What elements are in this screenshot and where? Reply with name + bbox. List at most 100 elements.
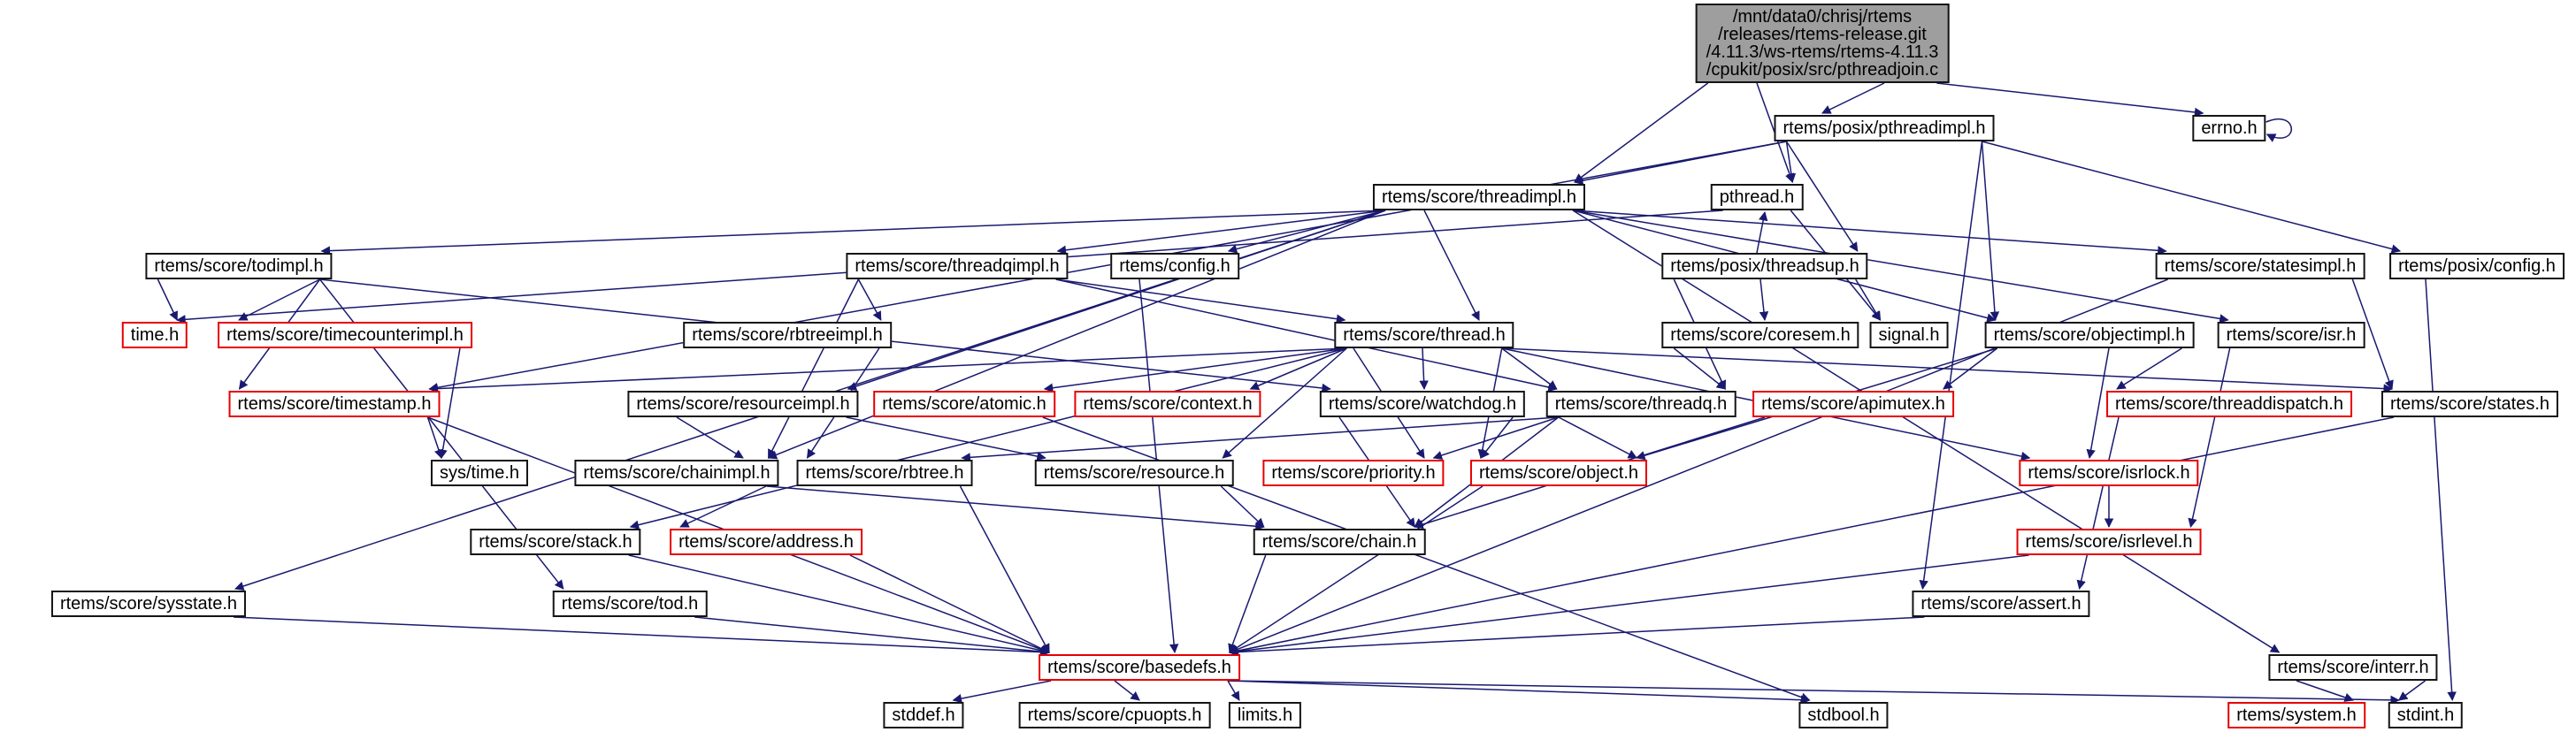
graph-node-interr[interactable]: rtems/score/interr.h xyxy=(2268,654,2438,681)
graph-node-states[interactable]: rtems/score/states.h xyxy=(2380,391,2559,417)
include-edge-sysstate-basedefs xyxy=(233,616,1051,657)
graph-node-timestamp[interactable]: rtems/score/timestamp.h xyxy=(228,391,441,417)
include-edge-isrlevel-basedefs xyxy=(1228,554,2029,657)
include-edge-objectimpl-isrlock xyxy=(2086,347,2110,460)
graph-node-watchdog[interactable]: rtems/score/watchdog.h xyxy=(1319,391,1526,417)
graph-node-isrlock[interactable]: rtems/score/isrlock.h xyxy=(2019,460,2199,486)
graph-node-priority[interactable]: rtems/score/priority.h xyxy=(1262,460,1445,486)
include-edge-statesimpl-states xyxy=(2351,278,2394,390)
include-edge-chainimpl-chain xyxy=(766,485,1265,531)
include-edge-isr-isrlevel xyxy=(2188,347,2231,529)
graph-node-rtemsconfig[interactable]: rtems/config.h xyxy=(1110,253,1239,279)
graph-node-posixconfig[interactable]: rtems/posix/config.h xyxy=(2389,253,2564,279)
graph-root-node: /mnt/data0/chrisj/rtems/releases/rtems-r… xyxy=(1695,4,1950,83)
include-edge-threadq-object xyxy=(1558,416,1637,459)
graph-root-node-line: /4.11.3/ws-rtems/rtems-4.11.3 xyxy=(1706,42,1939,62)
graph-node-thread[interactable]: rtems/score/thread.h xyxy=(1334,322,1514,348)
include-edge-timecounterimpl-systime xyxy=(438,347,461,460)
include-edge-basedefs-stdint xyxy=(1227,680,2400,705)
graph-node-coresem[interactable]: rtems/score/coresem.h xyxy=(1661,322,1859,348)
graph-node-stack[interactable]: rtems/score/stack.h xyxy=(470,529,641,555)
include-edge-thread-timestamp xyxy=(428,347,1347,393)
graph-node-cpuopts[interactable]: rtems/score/cpuopts.h xyxy=(1018,702,1211,728)
graph-node-atomic[interactable]: rtems/score/atomic.h xyxy=(873,391,1055,417)
graph-node-rbtreeimpl[interactable]: rtems/score/rbtreeimpl.h xyxy=(683,322,892,348)
graph-node-errno[interactable]: errno.h xyxy=(2192,115,2266,141)
graph-node-timecounterimpl[interactable]: rtems/score/timecounterimpl.h xyxy=(218,322,472,348)
graph-node-address[interactable]: rtems/score/address.h xyxy=(670,529,862,555)
graph-node-basedefs[interactable]: rtems/score/basedefs.h xyxy=(1039,654,1240,681)
graph-node-system[interactable]: rtems/system.h xyxy=(2227,702,2365,728)
graph-node-objectimpl[interactable]: rtems/score/objectimpl.h xyxy=(1984,322,2195,348)
include-edge-threaddispatch-assert xyxy=(2076,416,2120,591)
graph-node-stdint[interactable]: stdint.h xyxy=(2388,702,2464,728)
graph-root-node-line: /releases/rtems-release.git xyxy=(1718,25,1927,44)
include-edge-threadimpl-isr xyxy=(1572,210,2229,324)
include-edge-threadq-rbtree xyxy=(961,416,1559,462)
include-edge-threadqimpl-threadq xyxy=(1055,278,1558,393)
graph-node-isrlevel[interactable]: rtems/score/isrlevel.h xyxy=(2016,529,2202,555)
graph-node-chain[interactable]: rtems/score/chain.h xyxy=(1253,529,1426,555)
graph-node-resource[interactable]: rtems/score/resource.h xyxy=(1034,460,1234,486)
include-edge-pthreadimpl-threadsup xyxy=(1785,141,1859,252)
graph-node-pthreadimpl[interactable]: rtems/posix/pthreadimpl.h xyxy=(1774,115,1995,141)
include-edge-address-basedefs xyxy=(849,554,1051,653)
graph-node-isr[interactable]: rtems/score/isr.h xyxy=(2217,322,2365,348)
include-edge-chainimpl-address xyxy=(679,485,767,528)
include-edge-threadsup-pthread xyxy=(1756,210,1768,254)
graph-node-todimpl[interactable]: rtems/score/todimpl.h xyxy=(145,253,333,279)
graph-node-rbtree[interactable]: rtems/score/rbtree.h xyxy=(796,460,973,486)
include-edge-threadimpl-statesimpl xyxy=(1572,210,2167,255)
include-edge-thread-context xyxy=(1249,347,1347,391)
include-edge-states-basedefs xyxy=(1228,416,2395,656)
graph-node-time[interactable]: time.h xyxy=(121,322,188,348)
include-edge-thread-threadq xyxy=(1501,347,1558,390)
include-edge-c-threadimpl xyxy=(1574,82,1709,183)
graph-node-threaddispatch[interactable]: rtems/score/threaddispatch.h xyxy=(2106,391,2352,417)
include-edge-posixconfig-stdint xyxy=(2425,278,2457,702)
include-edge-pthreadimpl-posixconfig xyxy=(1982,141,2402,254)
graph-node-chainimpl[interactable]: rtems/score/chainimpl.h xyxy=(574,460,779,486)
graph-node-threadsup[interactable]: rtems/posix/threadsup.h xyxy=(1661,253,1868,279)
graph-node-context[interactable]: rtems/score/context.h xyxy=(1074,391,1261,417)
include-edge-threadsup-coresem xyxy=(1759,278,1769,322)
graph-node-apimutex[interactable]: rtems/score/apimutex.h xyxy=(1752,391,1954,417)
include-edge-todimpl-timecounterimpl xyxy=(238,278,320,321)
include-edge-c-pthreadimpl xyxy=(1821,82,1885,114)
include-edge-interr-stdint xyxy=(2397,680,2426,701)
include-edge-thread-stack xyxy=(629,347,1347,530)
include-edge-pthreadimpl-pthread xyxy=(1785,141,1797,184)
include-edge-timestamp-systime xyxy=(426,416,443,459)
graph-node-systime[interactable]: sys/time.h xyxy=(430,460,529,486)
graph-node-stddef[interactable]: stddef.h xyxy=(883,702,964,728)
graph-node-pthread[interactable]: pthread.h xyxy=(1710,184,1804,210)
include-edge-todimpl-time xyxy=(157,278,178,321)
include-edge-basedefs-stddef xyxy=(952,680,1052,704)
graph-node-sysstate[interactable]: rtems/score/sysstate.h xyxy=(50,591,247,617)
graph-node-statesimpl[interactable]: rtems/score/statesimpl.h xyxy=(2155,253,2365,279)
graph-node-object[interactable]: rtems/score/object.h xyxy=(1469,460,1648,486)
graph-node-threadimpl[interactable]: rtems/score/threadimpl.h xyxy=(1372,184,1586,210)
graph-node-limits[interactable]: limits.h xyxy=(1228,702,1302,728)
graph-node-assert[interactable]: rtems/score/assert.h xyxy=(1912,591,2090,617)
graph-node-threadq[interactable]: rtems/score/threadq.h xyxy=(1545,391,1736,417)
include-edge-threadqimpl-rbtreeimpl xyxy=(857,278,882,321)
include-edge-rbtree-basedefs xyxy=(959,485,1050,653)
include-edge-objectimpl-apimutex xyxy=(1943,347,1998,390)
include-edge-threadimpl-thread xyxy=(1423,210,1480,321)
graph-node-tod[interactable]: rtems/score/tod.h xyxy=(552,591,708,617)
graph-node-stdbool[interactable]: stdbool.h xyxy=(1798,702,1889,728)
include-edge-pthreadimpl-timestamp xyxy=(428,141,1787,393)
graph-node-threadqimpl[interactable]: rtems/score/threadqimpl.h xyxy=(846,253,1069,279)
include-edge-tod-basedefs xyxy=(694,616,1051,657)
graph-node-resourceimpl[interactable]: rtems/score/resourceimpl.h xyxy=(627,391,859,417)
include-edge-threadimpl-chainimpl xyxy=(767,210,1386,460)
include-edge-threadimpl-rtemsconfig xyxy=(1227,210,1386,254)
include-edge-errno-errno xyxy=(2266,118,2293,142)
include-edge-stack-basedefs xyxy=(628,554,1051,655)
include-edge-thread-resource xyxy=(1222,347,1347,459)
include-edge-threadqimpl-chainimpl xyxy=(767,278,860,459)
graph-node-signal[interactable]: signal.h xyxy=(1869,322,1949,348)
include-edge-c-errno xyxy=(1936,82,2204,118)
